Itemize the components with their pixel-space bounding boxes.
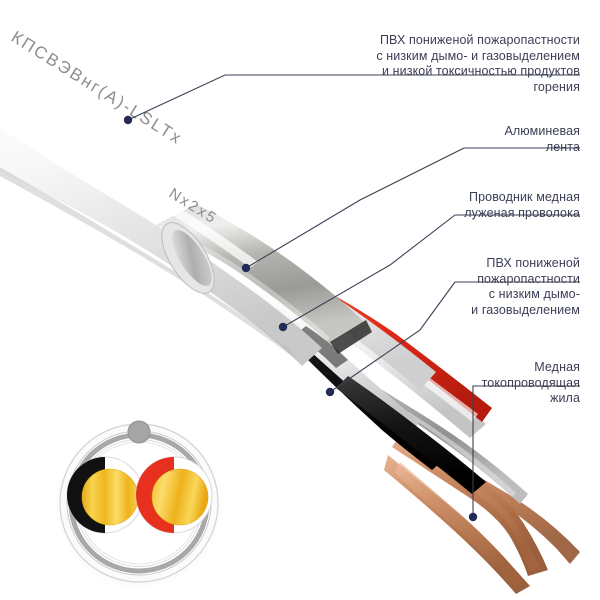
outer-sheath bbox=[0, 105, 322, 366]
callout-aluminium-tape: Алюминевая лента bbox=[504, 124, 580, 154]
label-underlines bbox=[349, 74, 580, 387]
callout-drain-wire: Проводник медная луженая проволока bbox=[464, 190, 580, 220]
leader-aluminium-tape bbox=[245, 147, 465, 269]
callout-inner-insulation: ПВХ пониженой пожаропастности с низким д… bbox=[471, 256, 580, 317]
cs-copper-core-2 bbox=[151, 468, 209, 526]
callout-copper-conductor: Медная токопроводящая жила bbox=[481, 360, 580, 405]
leader-drain-wire bbox=[282, 214, 456, 328]
leader-inner-insulation bbox=[329, 281, 456, 393]
cs-core-red bbox=[135, 456, 213, 534]
cs-core-black bbox=[66, 456, 144, 534]
leader-dots bbox=[123, 115, 478, 522]
cs-drain-wire bbox=[127, 420, 151, 444]
leader-lines bbox=[127, 74, 524, 517]
cs-copper-core-1 bbox=[81, 468, 139, 526]
cross-section-diagram bbox=[55, 420, 223, 589]
callout-outer-sheath: ПВХ пониженой пожаропастности с низким д… bbox=[376, 33, 580, 94]
leader-outer-sheath bbox=[127, 74, 349, 121]
leader-copper-conductor bbox=[472, 385, 524, 517]
